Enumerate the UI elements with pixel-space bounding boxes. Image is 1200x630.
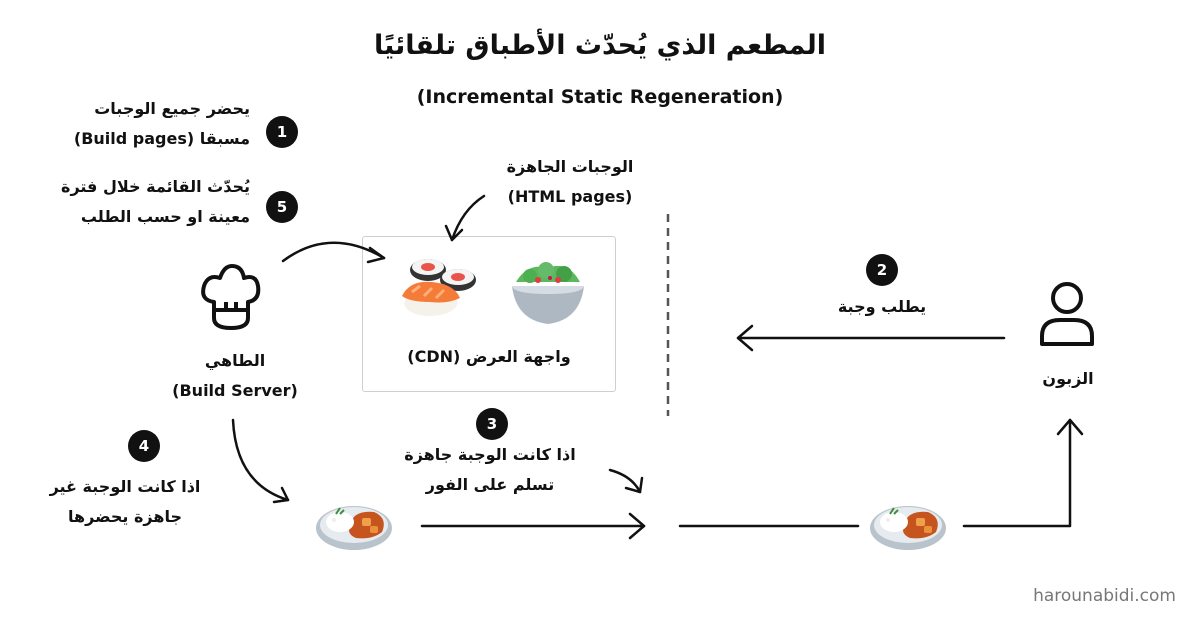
cdn-label: واجهة العرض (CDN) [407,347,571,366]
user-icon [1040,282,1094,346]
step-5-text: يُحدّث القائمة خلال فترة معينة او حسب ال… [30,172,250,232]
page-subtitle: (Incremental Static Regeneration) [416,86,784,108]
chef-hat-icon [201,264,261,330]
salad-icon [512,262,584,324]
arrow-chef-to-cdn [281,241,386,264]
step-2-text: يطلب وجبة [837,297,927,316]
step-4-badge: 4 [128,430,160,462]
step-4-line1: اذا كانت الوجبة غير [49,477,201,496]
arrow-chef-to-plate [231,418,290,504]
curry-plate-icon [870,506,946,550]
chef-label: الطاهي (Build Server) [140,346,330,406]
ready-meals-line2: (HTML pages) [507,187,633,206]
page-title: المطعم الذي يُحدّث الأطباق تلقائيًا [374,30,826,61]
step-4-line2: جاهزة يحضرها [68,507,182,526]
chef-line2: (Build Server) [172,381,298,400]
step-3-line2: تسلم على الفور [425,475,555,494]
sushi-icon [402,259,476,316]
curry-plate-icon [316,506,392,550]
step-5-line2: معينة او حسب الطلب [80,207,250,226]
step-5-line1: يُحدّث القائمة خلال فترة [61,177,250,196]
dashed-divider [666,214,670,416]
ready-meals-label: الوجبات الجاهزة (HTML pages) [470,152,670,212]
step-1-line1: يحضر جميع الوجبات [94,99,250,118]
ready-meals-line1: الوجبات الجاهزة [506,157,634,176]
arrow-request [736,324,1006,352]
cdn-box [362,236,616,392]
customer-label: الزبون [1042,369,1094,388]
step-1-text: يحضر جميع الوجبات مسبقا (Build pages) [40,94,250,154]
arrow-to-customer [962,418,1084,528]
step-3-line1: اذا كانت الوجبة جاهزة [404,445,576,464]
arrow-ready-meals [444,194,486,242]
step-2-badge: 2 [866,254,898,286]
step-3-badge: 3 [476,408,508,440]
arrow-delivery [420,512,646,540]
step-1-badge: 1 [266,116,298,148]
arrow-step-3 [608,468,644,494]
chef-line1: الطاهي [204,351,266,370]
step-1-line2: مسبقا (Build pages) [73,129,250,148]
step-5-badge: 5 [266,191,298,223]
step-4-text: اذا كانت الوجبة غير جاهزة يحضرها [20,472,230,532]
step-3-text: اذا كانت الوجبة جاهزة تسلم على الفور [380,440,600,500]
watermark: harounabidi.com [1033,586,1176,606]
